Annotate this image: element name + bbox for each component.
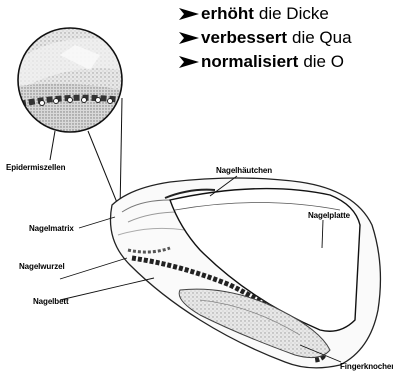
label-nagelwurzel: Nagelwurzel xyxy=(19,262,65,271)
benefit-text: die O xyxy=(303,52,344,72)
magnified-cell-view xyxy=(18,28,122,132)
arrow-icon xyxy=(179,8,201,20)
benefit-bold: verbessert xyxy=(201,28,287,48)
benefit-item-normalize: normalisiert die O xyxy=(179,50,352,74)
arrow-icon xyxy=(179,56,201,68)
benefit-bold: erhöht xyxy=(201,4,254,24)
label-nagelmatrix: Nagelmatrix xyxy=(29,224,74,233)
benefit-item-thickness: erhöht die Dicke xyxy=(179,2,352,26)
benefit-list: erhöht die Dicke verbessert die Qua norm… xyxy=(179,2,352,74)
label-epidermiszellen: Epidermiszellen xyxy=(6,163,65,172)
finger-illustration xyxy=(110,178,380,368)
benefit-text: die Dicke xyxy=(259,4,329,24)
benefit-item-quality: verbessert die Qua xyxy=(179,26,352,50)
label-nagelhaeutchen: Nagelhäutchen xyxy=(216,166,272,175)
label-fingerknochen: Fingerknochen xyxy=(340,362,393,371)
label-nagelbett: Nagelbett xyxy=(33,297,69,306)
benefit-text: die Qua xyxy=(292,28,352,48)
label-nagelplatte: Nagelplatte xyxy=(308,211,350,220)
arrow-icon xyxy=(179,32,201,44)
benefit-bold: normalisiert xyxy=(201,52,298,72)
